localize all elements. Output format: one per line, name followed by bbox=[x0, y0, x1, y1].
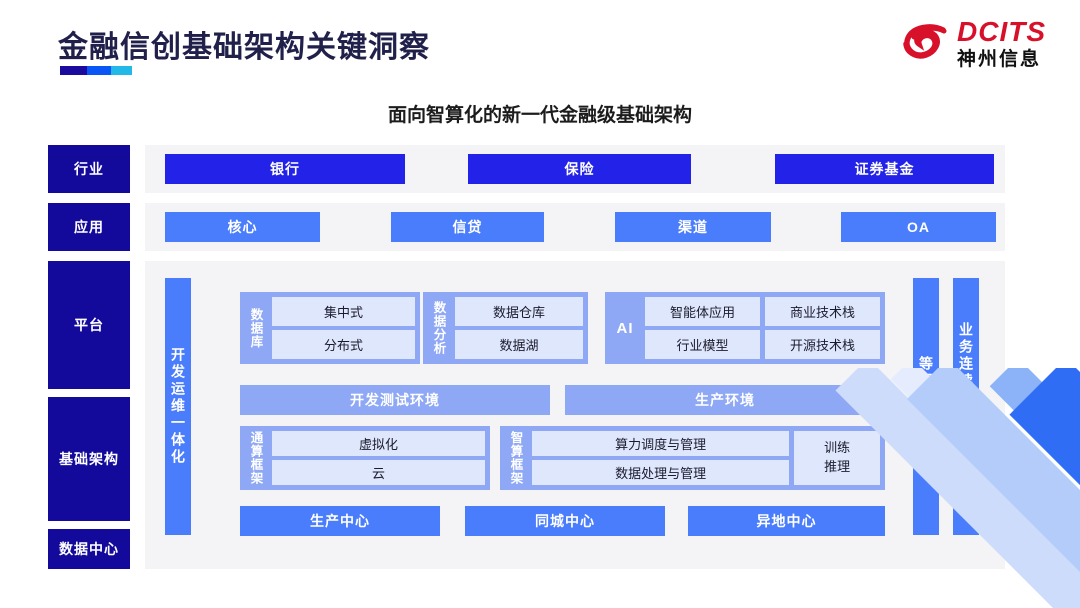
band-production-environment[interactable]: 生产环境 bbox=[565, 385, 885, 415]
tile-agent-application[interactable]: 智能体应用 bbox=[645, 297, 760, 326]
sidebar-item-industry[interactable]: 行业 bbox=[48, 145, 130, 193]
tile-infer-label: 推理 bbox=[824, 459, 851, 474]
tile-data-processing[interactable]: 数据处理与管理 bbox=[532, 460, 790, 485]
application-chip-oa[interactable]: OA bbox=[841, 212, 996, 242]
tile-industry-model[interactable]: 行业模型 bbox=[645, 330, 760, 359]
industry-chip-bank[interactable]: 银行 bbox=[165, 154, 405, 184]
tile-opensource-stack[interactable]: 开源技术栈 bbox=[765, 330, 880, 359]
industry-chip-securities[interactable]: 证券基金 bbox=[775, 154, 994, 184]
industry-panel: 银行 保险 证券基金 bbox=[145, 145, 1005, 193]
group-data-analytics: 数据分析 数据仓库 数据湖 bbox=[423, 292, 588, 364]
band-dev-test-environment[interactable]: 开发测试环境 bbox=[240, 385, 550, 415]
dcits-logo: DCITS 神州信息 bbox=[903, 18, 1046, 69]
rule-segment-cyan bbox=[111, 66, 132, 75]
application-chip-credit[interactable]: 信贷 bbox=[391, 212, 544, 242]
tile-cloud[interactable]: 云 bbox=[272, 460, 485, 485]
group-general-compute-framework: 通算框架 虚拟化 云 bbox=[240, 426, 490, 490]
page-header: 金融信创基础架构关键洞察 DCITS 神州信息 bbox=[0, 0, 1080, 92]
rule-segment-navy bbox=[60, 66, 87, 75]
diagram-subtitle: 面向智算化的新一代金融级基础架构 bbox=[387, 105, 692, 126]
datacenter-chip-metro[interactable]: 同城中心 bbox=[465, 506, 665, 536]
logo-text-cn: 神州信息 bbox=[957, 49, 1042, 70]
dcits-swirl-icon bbox=[903, 21, 949, 67]
tile-train-infer[interactable]: 训练 推理 bbox=[794, 431, 880, 485]
vbar-compliance-security[interactable]: 等保合规安全 bbox=[913, 278, 939, 535]
group-label-ai-compute: 智算框架 bbox=[508, 431, 523, 485]
rule-segment-blue bbox=[87, 66, 111, 75]
sidebar-item-platform[interactable]: 平台 bbox=[48, 261, 130, 389]
group-database: 数据库 集中式 分布式 bbox=[240, 292, 420, 364]
tile-centralized[interactable]: 集中式 bbox=[272, 297, 415, 326]
group-label-ai: AI bbox=[616, 319, 634, 337]
industry-chip-insurance[interactable]: 保险 bbox=[468, 154, 691, 184]
application-panel: 核心 信贷 渠道 OA bbox=[145, 203, 1005, 251]
vbar-business-continuity[interactable]: 业务连续性及数据保护 bbox=[953, 278, 979, 535]
group-ai-compute-framework: 智算框架 算力调度与管理 数据处理与管理 训练 推理 bbox=[500, 426, 885, 490]
title-underline-rule bbox=[60, 66, 132, 75]
vbar-devops[interactable]: 开发运维一体化 bbox=[165, 278, 191, 535]
tile-data-warehouse[interactable]: 数据仓库 bbox=[455, 297, 583, 326]
tile-virtualization[interactable]: 虚拟化 bbox=[272, 431, 485, 456]
tile-train-label: 训练 bbox=[824, 440, 851, 456]
application-chip-channel[interactable]: 渠道 bbox=[615, 212, 771, 242]
group-label-general-compute: 通算框架 bbox=[248, 431, 263, 485]
datacenter-chip-remote[interactable]: 异地中心 bbox=[688, 506, 885, 536]
sidebar-item-infrastructure[interactable]: 基础架构 bbox=[48, 397, 130, 521]
tile-commercial-stack[interactable]: 商业技术栈 bbox=[765, 297, 880, 326]
page-title: 金融信创基础架构关键洞察 bbox=[58, 31, 430, 64]
group-label-database: 数据库 bbox=[248, 307, 263, 349]
application-chip-core[interactable]: 核心 bbox=[165, 212, 320, 242]
group-label-data-analytics: 数据分析 bbox=[431, 301, 446, 355]
tile-data-lake[interactable]: 数据湖 bbox=[455, 330, 583, 359]
group-ai: AI 智能体应用 行业模型 商业技术栈 开源技术栈 bbox=[605, 292, 885, 364]
datacenter-chip-production[interactable]: 生产中心 bbox=[240, 506, 440, 536]
tile-compute-scheduling[interactable]: 算力调度与管理 bbox=[532, 431, 790, 456]
logo-text-en: DCITS bbox=[957, 16, 1046, 47]
platform-infrastructure-panel: 开发运维一体化 等保合规安全 业务连续性及数据保护 数据库 集中式 分布式 数据… bbox=[145, 261, 1005, 569]
tile-distributed[interactable]: 分布式 bbox=[272, 330, 415, 359]
sidebar-item-datacenter[interactable]: 数据中心 bbox=[48, 529, 130, 569]
sidebar-item-application[interactable]: 应用 bbox=[48, 203, 130, 251]
